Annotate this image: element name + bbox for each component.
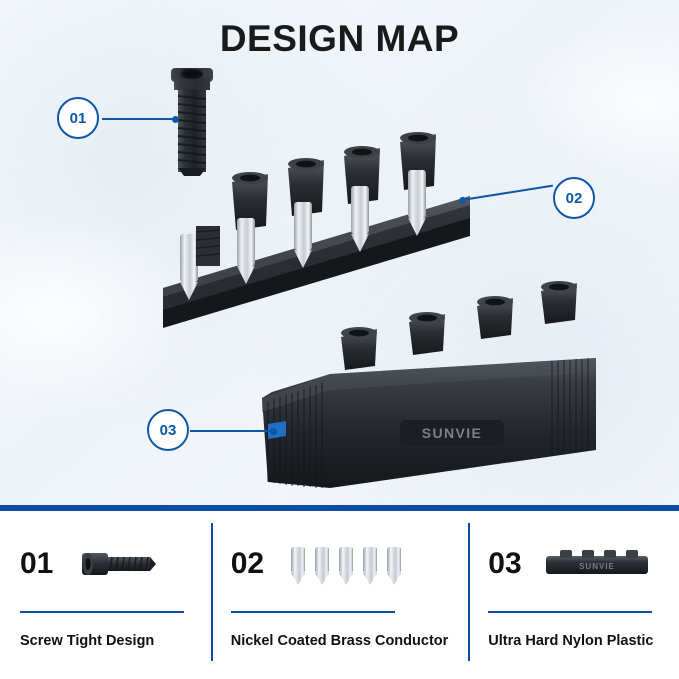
feature-header-02: 02 bbox=[231, 533, 449, 595]
callout-badge-03[interactable]: 03 bbox=[147, 409, 189, 451]
part-set-screw bbox=[171, 68, 213, 176]
feature-item-01: 01 bbox=[0, 505, 211, 679]
callout-badge-02[interactable]: 02 bbox=[553, 177, 595, 219]
feature-header-01: 01 bbox=[20, 533, 191, 595]
screw-caps-row bbox=[232, 132, 436, 230]
housing-screw-caps bbox=[341, 281, 577, 370]
leader-dot-02 bbox=[458, 195, 467, 204]
feature-strip: 01 bbox=[0, 505, 679, 679]
feature-number-02: 02 bbox=[230, 547, 265, 580]
leader-line-03 bbox=[190, 427, 277, 435]
leader-dot-03 bbox=[270, 427, 277, 435]
feature-rule-03 bbox=[488, 611, 653, 613]
feature-caption-03: Ultra Hard Nylon Plastic bbox=[488, 633, 654, 649]
feature-caption-01: Screw Tight Design bbox=[20, 633, 155, 649]
feature-item-02: 02 bbox=[210, 505, 469, 679]
nylon-block-icon: SUNVIE bbox=[542, 542, 652, 586]
page-title: DESIGN MAP bbox=[219, 18, 460, 59]
feature-rule-02 bbox=[230, 611, 395, 613]
brand-badge: SUNVIE bbox=[400, 420, 504, 446]
product-illustration: SUNVIE bbox=[163, 68, 596, 488]
callout-badge-01[interactable]: 01 bbox=[57, 97, 99, 139]
feature-item-03: 03 bbox=[468, 505, 679, 679]
feature-rule-01 bbox=[20, 611, 184, 613]
feature-number-03: 03 bbox=[488, 547, 522, 580]
brass-conductor-pins bbox=[180, 170, 426, 300]
svg-text:SUNVIE: SUNVIE bbox=[422, 425, 483, 441]
svg-text:SUNVIE: SUNVIE bbox=[579, 562, 615, 571]
leader-line-01 bbox=[102, 115, 179, 123]
set-screw-icon bbox=[74, 543, 160, 585]
part-terminal-block-with-pins bbox=[163, 132, 470, 328]
brass-pins-icon bbox=[285, 541, 409, 587]
feature-caption-02: Nickel Coated Brass Conductor bbox=[230, 633, 449, 649]
leader-dot-01 bbox=[172, 115, 179, 123]
feature-header-03: 03 bbox=[488, 533, 659, 595]
feature-number-01: 01 bbox=[20, 547, 54, 580]
diagram-area: DESIGN MAP bbox=[0, 0, 679, 505]
part-nylon-housing: SUNVIE bbox=[262, 281, 596, 488]
